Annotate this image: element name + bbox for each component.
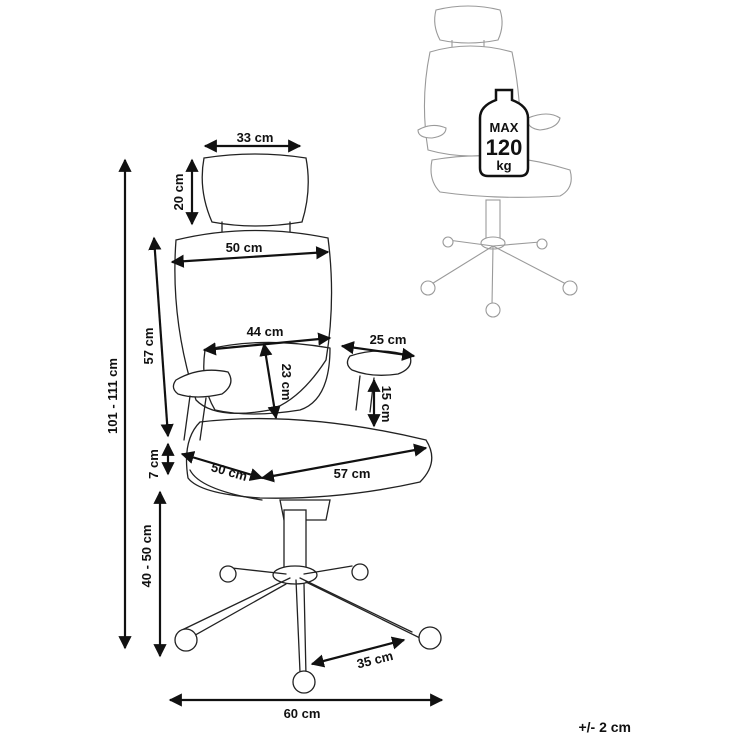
dim-lumbar-height: [259, 342, 281, 420]
label-backrest-width: 50 cm: [226, 240, 263, 255]
label-lumbar-width: 44 cm: [247, 324, 284, 339]
max-weight-badge: MAX 120 kg: [478, 88, 530, 178]
label-armrest-length: 25 cm: [370, 332, 407, 347]
label-base-width: 60 cm: [284, 706, 321, 721]
label-armrest-height: 15 cm: [379, 386, 394, 423]
label-total-height: 101 - 111 cm: [105, 358, 120, 434]
label-seat-depth: 57 cm: [334, 466, 371, 481]
label-headrest-height: 20 cm: [171, 174, 186, 211]
label-seat-height: 40 - 50 cm: [139, 525, 154, 588]
tolerance-note: +/- 2 cm: [578, 719, 631, 735]
dim-seat-depth: [260, 443, 428, 483]
label-backrest-height: 57 cm: [141, 328, 156, 365]
dim-backrest-width: [170, 246, 330, 268]
weight-badge-unit: kg: [496, 158, 511, 173]
dim-base-leg: [310, 636, 406, 668]
label-seat-thickness: 7 cm: [146, 449, 161, 479]
label-lumbar-height: 23 cm: [279, 364, 294, 401]
label-headrest-width: 33 cm: [237, 130, 274, 145]
weight-badge-value: 120: [486, 135, 523, 160]
dim-backrest-height: [148, 236, 174, 438]
dim-armrest-length: [340, 341, 416, 361]
dimension-labels: 33 cm 20 cm 50 cm 57 cm 44 cm 23 cm 25 c…: [105, 130, 406, 721]
weight-badge-max: MAX: [490, 120, 519, 135]
dimension-lines: [118, 139, 444, 707]
main-chair-illustration: [172, 153, 442, 694]
dim-seat-width: [180, 451, 264, 481]
